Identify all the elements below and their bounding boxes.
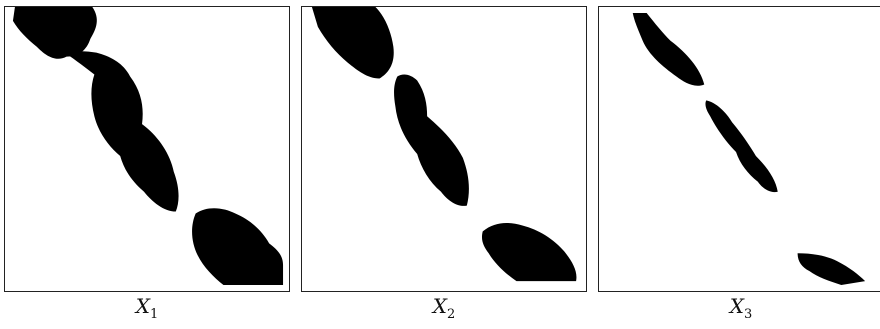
fractal-set-1 — [12, 7, 284, 286]
caption-x1: X1 — [4, 292, 290, 322]
fractal-set-3 — [632, 12, 866, 286]
caption-var: X — [135, 294, 150, 318]
caption-sub: 3 — [743, 307, 753, 322]
fractal-panel-3 — [598, 6, 880, 292]
caption-sub: 1 — [149, 307, 159, 322]
caption-x3: X3 — [598, 292, 880, 322]
caption-x2: X2 — [301, 292, 587, 322]
caption-var: X — [729, 294, 744, 318]
caption-sub: 2 — [446, 307, 456, 322]
fractal-panel-1 — [4, 6, 290, 292]
caption-var: X — [432, 294, 447, 318]
fractal-panel-2 — [301, 6, 587, 292]
fractal-set-2 — [311, 7, 577, 282]
